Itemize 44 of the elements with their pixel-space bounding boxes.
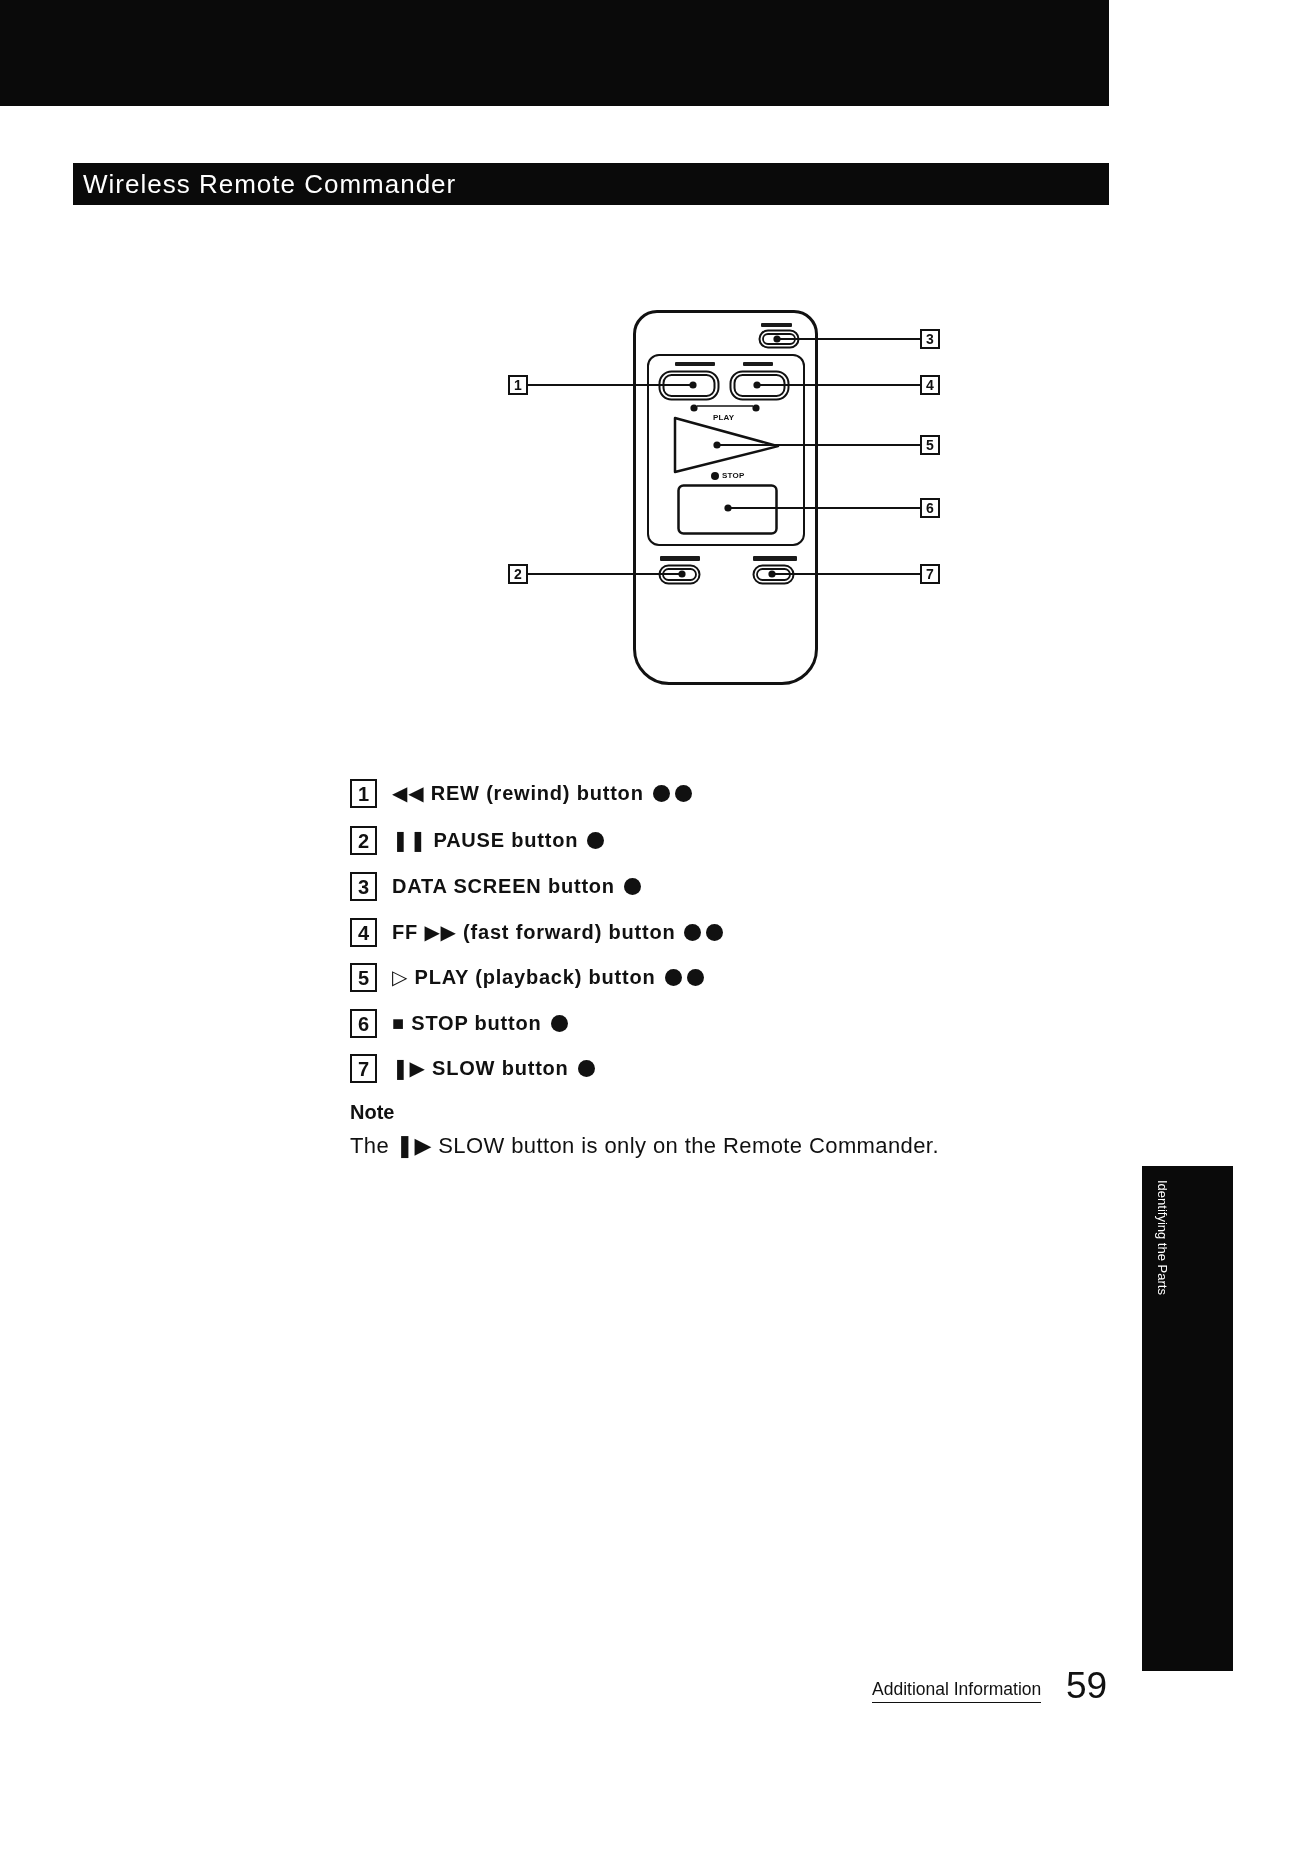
callout-number: 4 — [920, 375, 940, 395]
fast-forward-button — [729, 370, 790, 401]
item-description: ❚❚ PAUSE button — [392, 829, 579, 852]
leader-line — [527, 381, 697, 389]
section-title: Wireless Remote Commander — [83, 169, 457, 199]
leader-line — [768, 570, 921, 578]
callout-number: 6 — [920, 498, 940, 518]
rewind-button — [658, 370, 720, 401]
callout-number: 2 — [508, 564, 528, 584]
item-number: 2 — [350, 826, 377, 855]
item-description: FF ▶▶ (fast forward) button — [392, 921, 676, 944]
stop-button — [677, 484, 778, 535]
note-heading: Note — [350, 1101, 395, 1124]
remote-control — [633, 310, 818, 685]
play-button — [673, 416, 780, 474]
footer-section-label: Additional Information — [872, 1680, 1042, 1703]
item-description: ■ STOP button — [392, 1012, 542, 1035]
leader-line — [753, 381, 921, 389]
leader-line — [527, 570, 686, 578]
button-legend: STOP — [722, 471, 745, 480]
callout-number: 5 — [920, 435, 940, 455]
leader-line — [713, 441, 921, 449]
page-number: 59 — [1066, 1667, 1108, 1705]
oval-button — [752, 564, 795, 585]
leader-line — [724, 504, 921, 512]
callout-number: 7 — [920, 564, 940, 584]
item-description: ◀◀ REW (rewind) button — [392, 782, 644, 805]
item-number: 5 — [350, 963, 377, 992]
side-tab-label: Identifying the Parts — [1154, 1180, 1170, 1295]
item-number: 1 — [350, 779, 377, 808]
callout-number: 1 — [508, 375, 528, 395]
item-description: DATA SCREEN button — [392, 875, 615, 898]
item-description: ❚▶ SLOW button — [392, 1057, 569, 1080]
item-number: 3 — [350, 872, 377, 901]
button-legend: PLAY — [713, 413, 735, 422]
item-number: 4 — [350, 918, 377, 947]
item-number: 7 — [350, 1054, 377, 1083]
item-description: ▷ PLAY (playback) button — [392, 966, 656, 989]
oval-button — [658, 564, 701, 585]
note-text: The ❚▶ SLOW button is only on the Remote Commander. — [350, 1133, 939, 1158]
item-number: 6 — [350, 1009, 377, 1038]
leader-line — [773, 335, 921, 343]
oval-button — [758, 329, 800, 349]
callout-number: 3 — [920, 329, 940, 349]
